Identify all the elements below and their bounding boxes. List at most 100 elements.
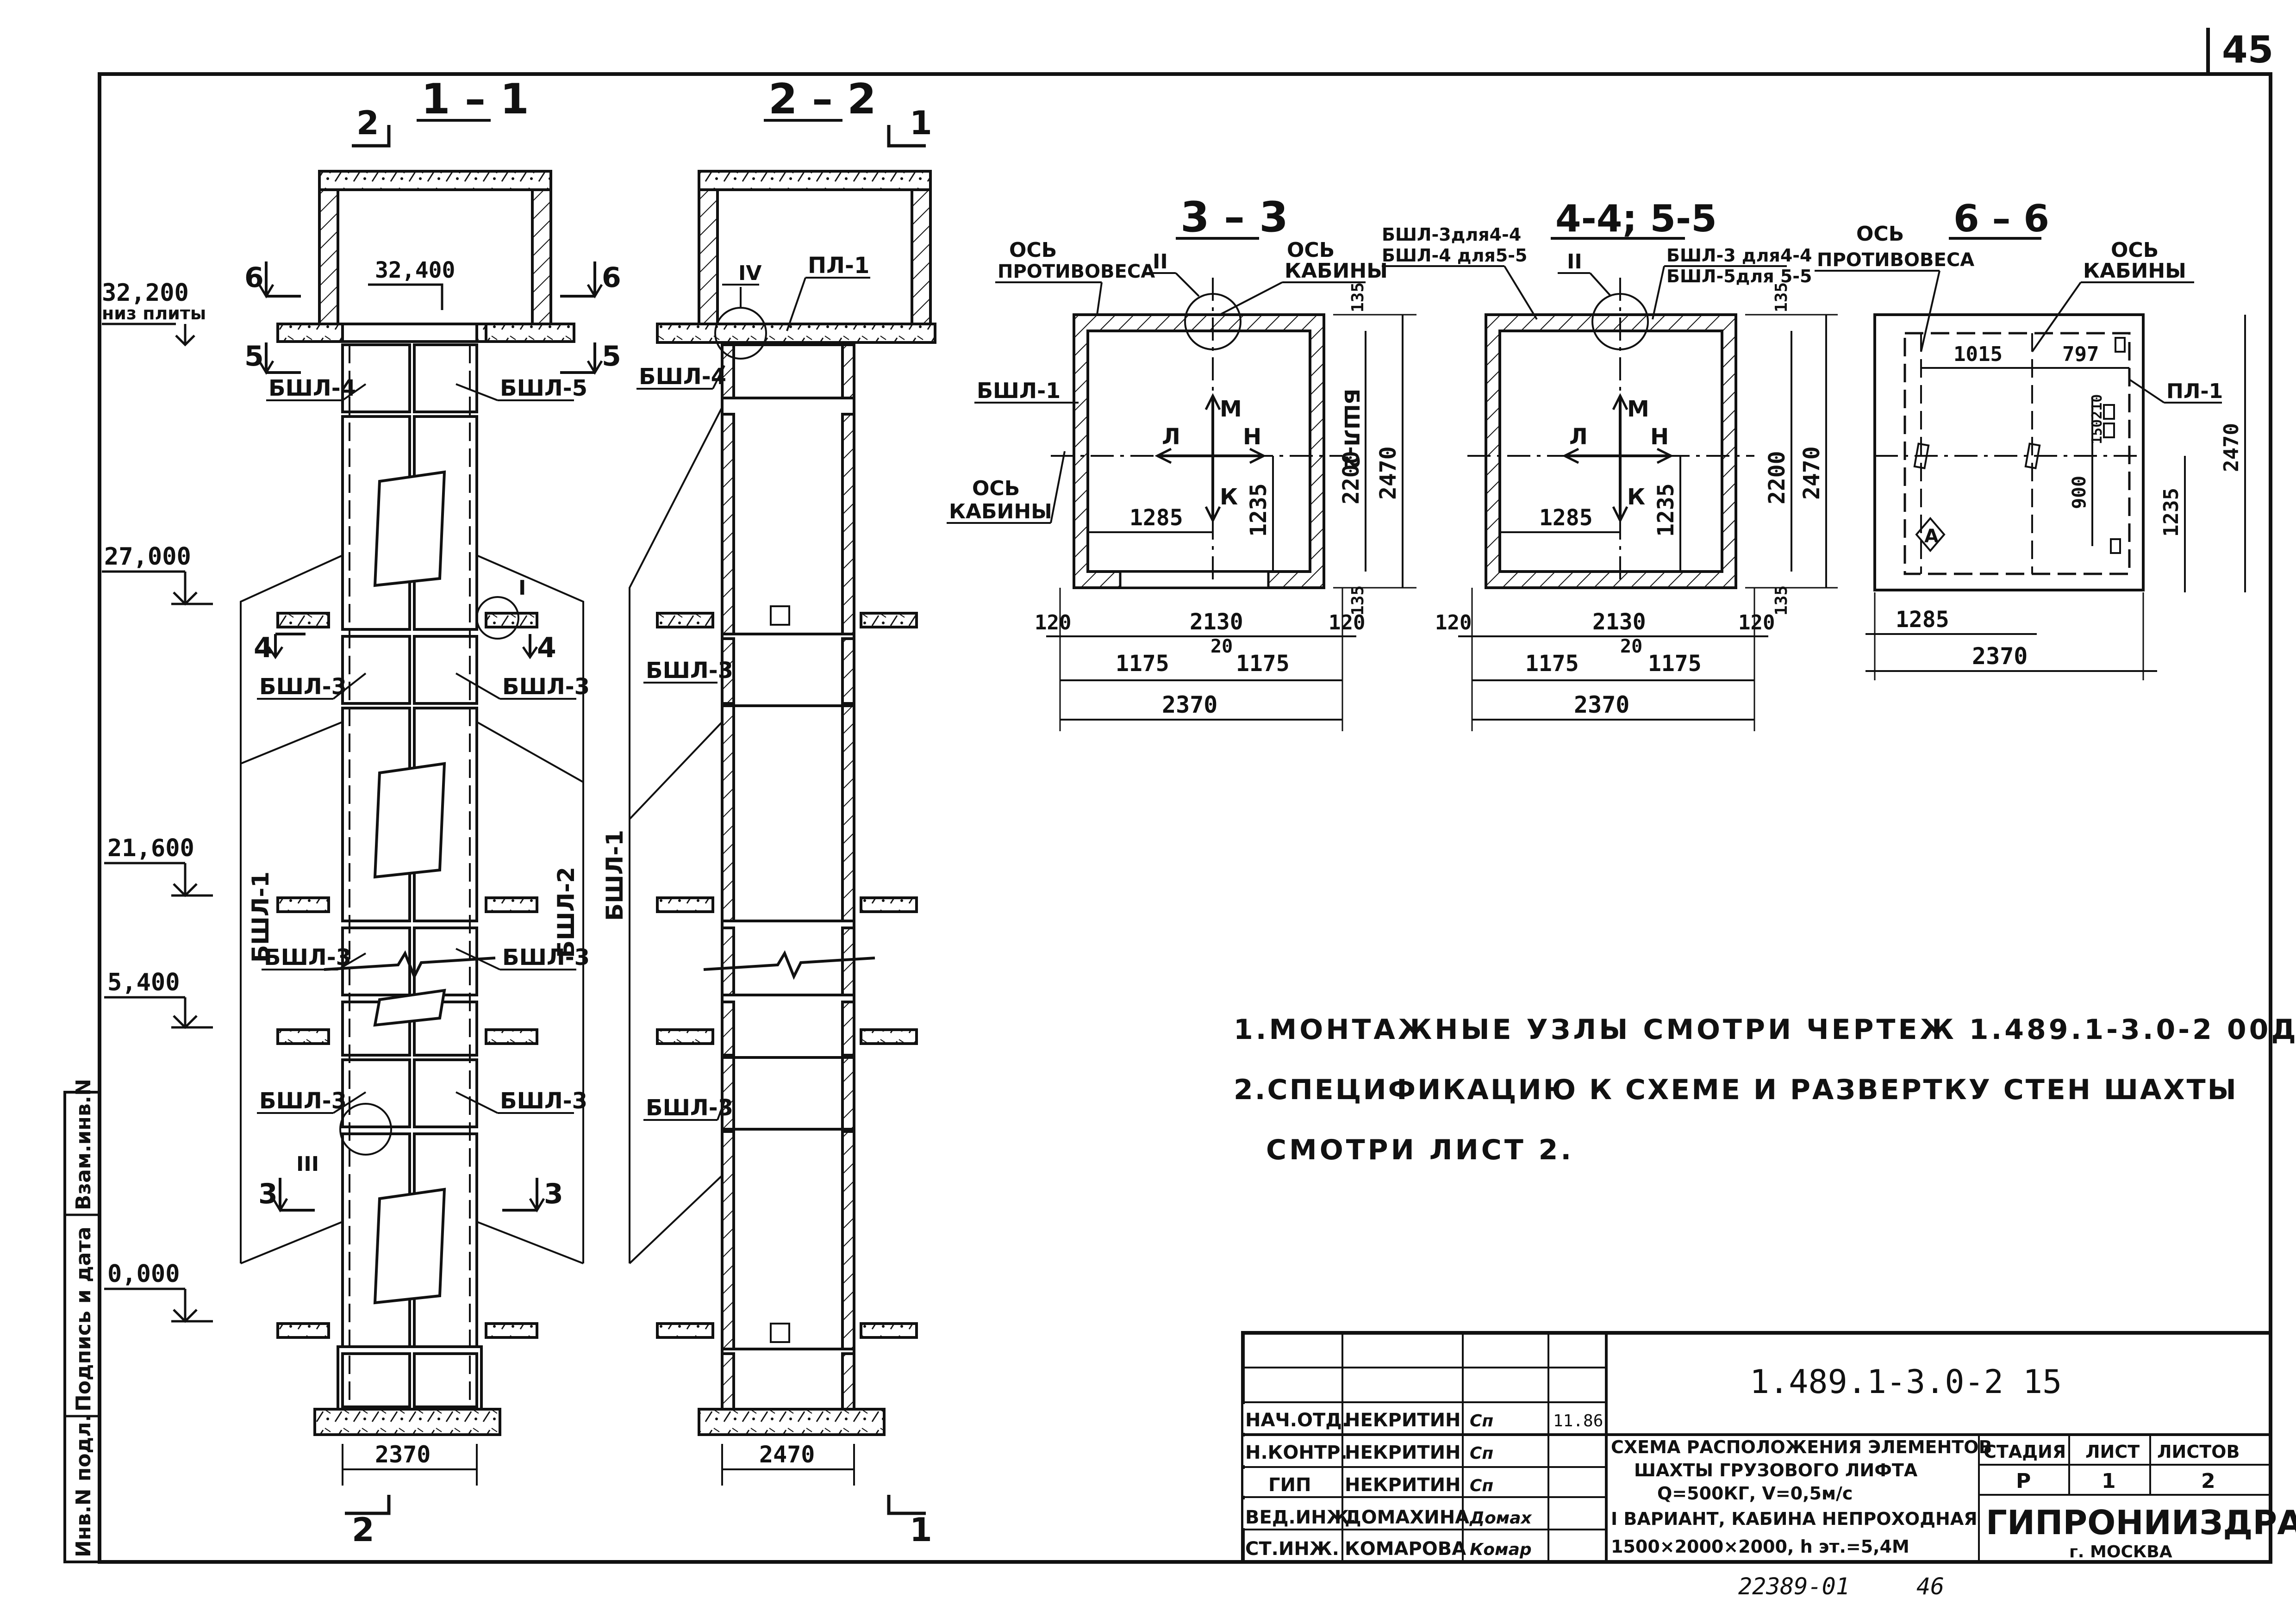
s44-title: 4-4; 5-5 bbox=[1555, 197, 1717, 240]
s44-m: М bbox=[1627, 396, 1649, 422]
title-block-row-1: НАЧ.ОТД. НЕКРИТИН Сп 11.86 bbox=[1243, 1404, 1604, 1433]
level-0000: 0,000 bbox=[107, 1260, 180, 1288]
tb-date-1b: 11.86 bbox=[1553, 1412, 1603, 1430]
s11-node-iii: III bbox=[296, 1152, 319, 1176]
tb-sheets: 2 bbox=[2201, 1469, 2215, 1493]
s44-d1175a: 1175 bbox=[1525, 651, 1579, 677]
s66-d900: 900 bbox=[2069, 476, 2090, 509]
s33-k: К bbox=[1220, 484, 1238, 510]
tb-org: ГИПРОНИИЗДРАВ bbox=[1986, 1503, 2296, 1542]
plan-4-4-5-5: 4-4; 5-5 БШЛ-3для4-4 БШЛ-4 для5-5 БШЛ-3 … bbox=[1382, 197, 1838, 731]
s66-axis-cw2: ПРОТИВОВЕСА bbox=[1817, 249, 1974, 271]
s44-d135a: 135 bbox=[1772, 282, 1791, 312]
s11-cut4-right: 4 bbox=[537, 632, 556, 664]
s33-bshl2: БШЛ-2 bbox=[1340, 389, 1363, 469]
s33-d20: 20 bbox=[1210, 636, 1233, 657]
tb-sign-2b: Сп bbox=[1470, 1444, 1493, 1463]
s44-k: К bbox=[1627, 484, 1645, 510]
s44-label-right1: БШЛ-3 для4-4 bbox=[1666, 245, 1812, 266]
s33-bshl1: БШЛ-1 bbox=[977, 378, 1061, 403]
s11-label-bshl1: БШЛ-1 bbox=[247, 871, 274, 963]
s66-marker-a: А bbox=[1924, 526, 1939, 547]
s22-width: 2470 bbox=[759, 1441, 815, 1468]
tb-stage: Р bbox=[2016, 1469, 2031, 1493]
s44-node-ii: II bbox=[1567, 250, 1582, 274]
s11-label-bshl3-r1: БШЛ-3 bbox=[502, 674, 590, 700]
s22-title: 2 – 2 bbox=[768, 75, 876, 124]
s44-d2200: 2200 bbox=[1764, 451, 1790, 504]
s66-title: 6 – 6 bbox=[1953, 197, 2049, 240]
s44-d20: 20 bbox=[1620, 636, 1642, 657]
s66-d797: 797 bbox=[2062, 342, 2099, 366]
s11-cut2-bottom: 2 bbox=[352, 1511, 374, 1549]
tb-name-3b: НЕКРИТИН bbox=[1345, 1474, 1461, 1496]
tb-code: 1.489.1-3.0-2 15 bbox=[1750, 1363, 2062, 1401]
s33-d135b: 135 bbox=[1348, 585, 1367, 616]
tb-sign-4: Домах bbox=[1469, 1509, 1533, 1528]
tb-desc-3: Q=500КГ, V=0,5м/с bbox=[1657, 1483, 1853, 1504]
s66-axis-cab: ОСЬ bbox=[2111, 238, 2159, 262]
s11-label-bshl3-l1: БШЛ-3 bbox=[259, 674, 347, 700]
s33-d2470: 2470 bbox=[1375, 446, 1401, 500]
s11-cut5-left: 5 bbox=[244, 340, 264, 373]
s33-axis-cab: ОСЬ bbox=[1287, 238, 1335, 262]
notes: 1.МОНТАЖНЫЕ УЗЛЫ СМОТРИ ЧЕРТЕЖ 1.489.1-3… bbox=[1234, 1014, 2296, 1166]
s44-d120b: 120 bbox=[1738, 611, 1775, 634]
s33-axis-cw2: ПРОТИВОВЕСА bbox=[998, 261, 1155, 282]
level-5400: 5,400 bbox=[107, 969, 180, 996]
s11-title: 1 – 1 bbox=[421, 75, 529, 124]
s66-d2470: 2470 bbox=[2220, 423, 2243, 472]
s33-d1175b: 1175 bbox=[1236, 651, 1290, 677]
s22-cut1-top: 1 bbox=[910, 104, 932, 142]
tb-desc-1: СХЕМА РАСПОЛОЖЕНИЯ ЭЛЕМЕНТОВ bbox=[1611, 1437, 1992, 1457]
s66-d1285: 1285 bbox=[1896, 607, 1949, 633]
s11-cut2-top: 2 bbox=[356, 104, 379, 142]
tb-desc-5: 1500×2000×2000, h эт.=5,4М bbox=[1611, 1536, 1909, 1557]
tb-role-4-text: ВЕД.ИНЖ. bbox=[1245, 1507, 1356, 1528]
s33-axis-cab-l: ОСЬ bbox=[972, 477, 1020, 500]
s33-d120b: 120 bbox=[1329, 611, 1365, 634]
s33-axis-cab-l2: КАБИНЫ bbox=[949, 500, 1052, 523]
level-21600: 21,600 bbox=[107, 834, 194, 862]
s33-d2370: 2370 bbox=[1162, 691, 1217, 718]
plan-6-6: 6 – 6 ОСЬ ПРОТИВОВЕСА ОСЬ КАБИНЫ А 1015 … bbox=[1815, 197, 2246, 680]
s66-d1015: 1015 bbox=[1953, 342, 2003, 366]
tb-sign-3b: Сп bbox=[1470, 1476, 1493, 1495]
s44-d1285: 1285 bbox=[1539, 505, 1593, 531]
s11-label-bshl2: БШЛ-2 bbox=[553, 867, 580, 958]
tb-role-3-text: ГИП bbox=[1268, 1474, 1311, 1496]
side-stamp: Взам.инв.N Подпись и дата Инв.N подл. bbox=[63, 1079, 101, 1563]
title-block-row-2: Н.КОНТР. НЕКРИТИН Сп bbox=[1243, 1436, 1547, 1465]
level-32200: 32,200 bbox=[102, 279, 189, 307]
s44-d2130: 2130 bbox=[1592, 609, 1646, 635]
tb-stage-header: СТАДИЯ bbox=[1984, 1442, 2066, 1462]
s11-width: 2370 bbox=[375, 1441, 430, 1468]
s11-top-level: 32,400 bbox=[375, 257, 455, 283]
s33-m: М bbox=[1220, 396, 1242, 422]
s33-d120a: 120 bbox=[1035, 611, 1071, 634]
s33-node-ii: II bbox=[1153, 250, 1168, 274]
s11-cut5-right: 5 bbox=[602, 340, 621, 373]
plan-3-3: 3 – 3 ОСЬ ПРОТИВОВЕСА ОСЬ КАБИНЫ II М Л … bbox=[947, 193, 1416, 731]
section-2-2: 2 – 2 1 IV ПЛ-1 bbox=[601, 75, 936, 1549]
s11-label-bshl5: БШЛ-5 bbox=[500, 375, 587, 401]
tb-name-2b: НЕКРИТИН bbox=[1345, 1442, 1461, 1463]
tb-sheet-header: ЛИСТ bbox=[2085, 1442, 2140, 1462]
s33-d2200: 2200 bbox=[1338, 451, 1364, 504]
s66-axis-cab2: КАБИНЫ bbox=[2083, 259, 2186, 283]
s66-axis-cw: ОСЬ bbox=[1856, 222, 1904, 246]
s11-label-bshl4: БШЛ-4 bbox=[268, 375, 356, 401]
s33-d1285: 1285 bbox=[1129, 505, 1183, 531]
s22-label-bshl4: БШЛ-4 bbox=[639, 364, 726, 390]
s11-cut3-right: 3 bbox=[544, 1178, 563, 1210]
level-32200-note: низ плиты bbox=[102, 303, 206, 323]
tb-sign-5: Комар bbox=[1470, 1540, 1532, 1559]
s66-d2370: 2370 bbox=[1972, 643, 2028, 670]
s33-d135a: 135 bbox=[1348, 282, 1367, 312]
s11-cut6-right: 6 bbox=[602, 261, 621, 294]
s11-node-i: I bbox=[518, 576, 526, 600]
s22-label-bshl3-1: БШЛ-3 bbox=[646, 658, 733, 684]
tb-sign-1b: Сп bbox=[1470, 1412, 1493, 1430]
s44-d120a: 120 bbox=[1435, 611, 1472, 634]
